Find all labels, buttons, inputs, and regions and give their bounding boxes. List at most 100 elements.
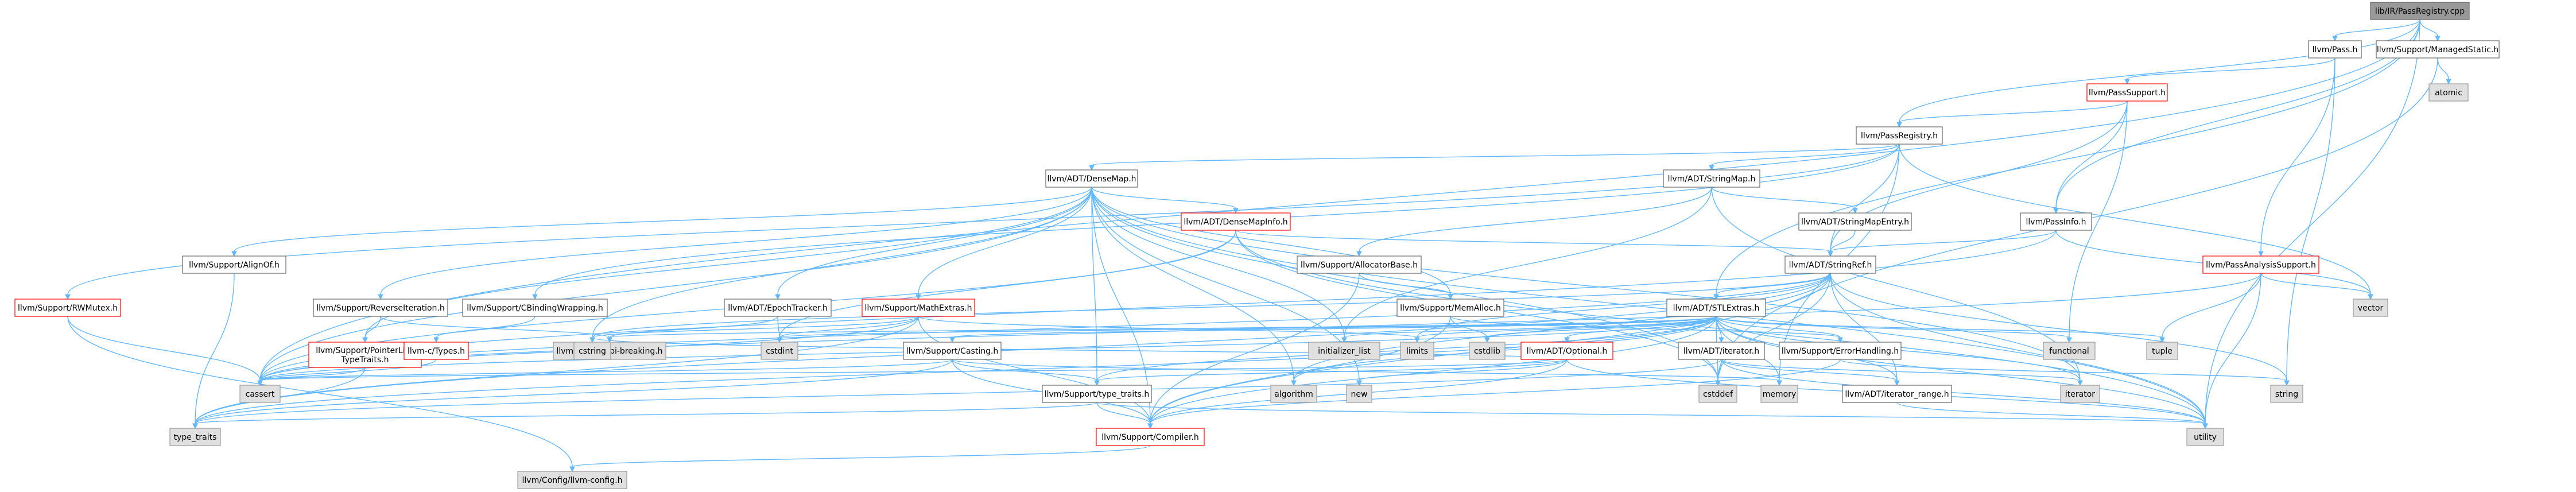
edge-densemap-to-densemapinfo	[1091, 187, 1239, 214]
edge-root-to-passinfo	[2053, 19, 2420, 214]
node-box	[1856, 126, 1943, 145]
node-optional[interactable]: llvm/ADT/Optional.h	[1520, 342, 1613, 360]
node-label: cassert	[246, 390, 275, 399]
edge-adtiterator-to-iterrange	[1721, 359, 1900, 386]
edge-passregistry-to-densemap	[1089, 144, 1900, 171]
node-label: llvm/PassSupport.h	[2089, 88, 2166, 98]
edge-cbinding-to-ctypes	[433, 316, 536, 343]
edge-stringmap-to-allocatorbase	[1356, 187, 1712, 257]
node-stlextras[interactable]: llvm/ADT/STLExtras.h	[1666, 299, 1766, 317]
node-label: cstddef	[1703, 390, 1733, 399]
node-label: llvm/ADT/StringMap.h	[1668, 175, 1756, 184]
node-epoch[interactable]: llvm/ADT/EpochTracker.h	[724, 299, 832, 317]
node-pass[interactable]: llvm/Pass.h	[2308, 40, 2362, 59]
edge-stlextras-to-functional	[1716, 316, 2072, 343]
node-compiler[interactable]: llvm/Support/Compiler.h	[1096, 428, 1205, 446]
node-iterrange[interactable]: llvm/ADT/iterator_range.h	[1842, 385, 1952, 403]
node-box	[169, 428, 221, 446]
edge-passregistry-to-vector	[1899, 144, 2373, 300]
node-box	[313, 299, 448, 317]
node-cstddef: cstddef	[1698, 385, 1737, 403]
edge-densemap-to-cstring	[589, 187, 1092, 343]
edge-allocatorbase-to-memalloc	[1359, 273, 1453, 300]
node-label: utility	[2194, 433, 2217, 442]
node-box	[2270, 385, 2303, 403]
edge-pass-to-passanalysis	[2258, 57, 2336, 257]
node-root[interactable]: lib/IR/PassRegistry.cpp	[2370, 2, 2470, 20]
node-stringmapentry[interactable]: llvm/ADT/StringMapEntry.h	[1798, 212, 1912, 231]
node-densemapinfo[interactable]: llvm/ADT/DenseMapInfo.h	[1181, 212, 1291, 231]
node-box	[517, 471, 627, 489]
node-memory: memory	[1760, 385, 1798, 403]
node-box	[1663, 169, 1760, 188]
node-casting[interactable]: llvm/Support/Casting.h	[903, 342, 1002, 360]
edge-rwmutex-to-llvmconfig	[67, 316, 575, 472]
node-label: llvm/Support/MemAlloc.h	[1400, 304, 1501, 313]
edge-root-to-pass	[2332, 19, 2420, 42]
node-mathextras[interactable]: llvm/Support/MathExtras.h	[862, 299, 975, 317]
node-box	[308, 342, 422, 368]
node-label: llvm/Support/PointerLike	[316, 346, 414, 355]
node-label: llvm/Support/AllocatorBase.h	[1301, 261, 1418, 270]
edge-stringref-to-iterrange	[1830, 273, 1900, 386]
node-label: iterator	[2065, 390, 2095, 399]
node-box	[1760, 385, 1798, 403]
edge-passregistry-to-rwmutex	[65, 144, 1900, 300]
node-label: llvm/Pass.h	[2313, 45, 2358, 55]
node-allocatorbase[interactable]: llvm/Support/AllocatorBase.h	[1297, 255, 1422, 274]
node-functional: functional	[2043, 342, 2096, 360]
node-passinfo[interactable]: llvm/PassInfo.h	[2020, 212, 2092, 231]
node-box	[462, 299, 608, 317]
node-box	[404, 342, 469, 360]
edge-stlextras-to-casting	[949, 316, 1717, 343]
node-label: llvm/Support/Casting.h	[906, 347, 999, 356]
edge-passregistry-to-stringmap	[1709, 144, 1900, 171]
edge-errorhandling-to-string	[1840, 359, 2290, 386]
node-utility: utility	[2186, 428, 2224, 446]
edge-passanalysis-to-vector	[2260, 273, 2373, 300]
node-box	[2043, 342, 2096, 360]
node-box	[2020, 212, 2092, 231]
node-box	[1270, 385, 1317, 403]
node-label: functional	[2049, 347, 2089, 356]
node-passsupport[interactable]: llvm/PassSupport.h	[2086, 83, 2168, 102]
node-cstdint: cstdint	[761, 342, 798, 360]
node-layer: lib/IR/PassRegistry.cpp llvm/Pass.h llvm/S…	[14, 2, 2500, 489]
node-densemap[interactable]: llvm/ADT/DenseMap.h	[1045, 169, 1138, 188]
node-box	[1181, 212, 1291, 231]
node-managedstatic[interactable]: llvm/Support/ManagedStatic.h	[2376, 40, 2500, 59]
node-typetraitsllvm[interactable]: llvm/Support/type_traits.h	[1042, 385, 1152, 403]
node-passanalysis[interactable]: llvm/PassAnalysisSupport.h	[2202, 255, 2319, 274]
node-box	[1308, 342, 1380, 360]
node-memalloc[interactable]: llvm/Support/MemAlloc.h	[1396, 299, 1504, 317]
node-cstdlib: cstdlib	[1469, 342, 1506, 360]
node-string: string	[2270, 385, 2303, 403]
node-ctypes[interactable]: llvm-c/Types.h	[404, 342, 469, 360]
edge-typetraitsllvm-to-utility	[1096, 402, 2208, 429]
node-box	[1678, 342, 1765, 360]
node-box	[14, 299, 121, 317]
edge-stlextras-to-tuple	[1716, 316, 2165, 343]
node-rwmutex[interactable]: llvm/Support/RWMutex.h	[14, 299, 121, 317]
node-passregistry[interactable]: llvm/PassRegistry.h	[1856, 126, 1943, 145]
node-alignof[interactable]: llvm/Support/AlignOf.h	[182, 255, 286, 274]
node-stringref[interactable]: llvm/ADT/StringRef.h	[1784, 255, 1876, 274]
node-box	[1396, 299, 1504, 317]
node-label: llvm/ADT/StringMapEntry.h	[1801, 218, 1909, 227]
edge-densemap-to-reverseiter	[378, 187, 1092, 300]
node-cbinding[interactable]: llvm/Support/CBindingWrapping.h	[462, 299, 608, 317]
edge-passinfo-to-stringref	[1828, 230, 2057, 257]
node-box	[1297, 255, 1422, 274]
node-reverseiter[interactable]: llvm/Support/ReverseIteration.h	[313, 299, 448, 317]
edge-stlextras-to-cstdint	[777, 316, 1717, 343]
node-label: llvm/ADT/DenseMapInfo.h	[1184, 218, 1287, 227]
node-errorhandling[interactable]: llvm/Support/ErrorHandling.h	[1779, 342, 1902, 360]
node-box	[182, 255, 286, 274]
node-adtiterator[interactable]: llvm/ADT/iterator.h	[1678, 342, 1765, 360]
node-tuple: tuple	[2146, 342, 2178, 360]
edge-root-to-utility	[2202, 19, 2420, 429]
node-stringmap[interactable]: llvm/ADT/StringMap.h	[1663, 169, 1760, 188]
node-box	[2376, 40, 2500, 59]
node-cstring: cstring	[573, 342, 611, 360]
